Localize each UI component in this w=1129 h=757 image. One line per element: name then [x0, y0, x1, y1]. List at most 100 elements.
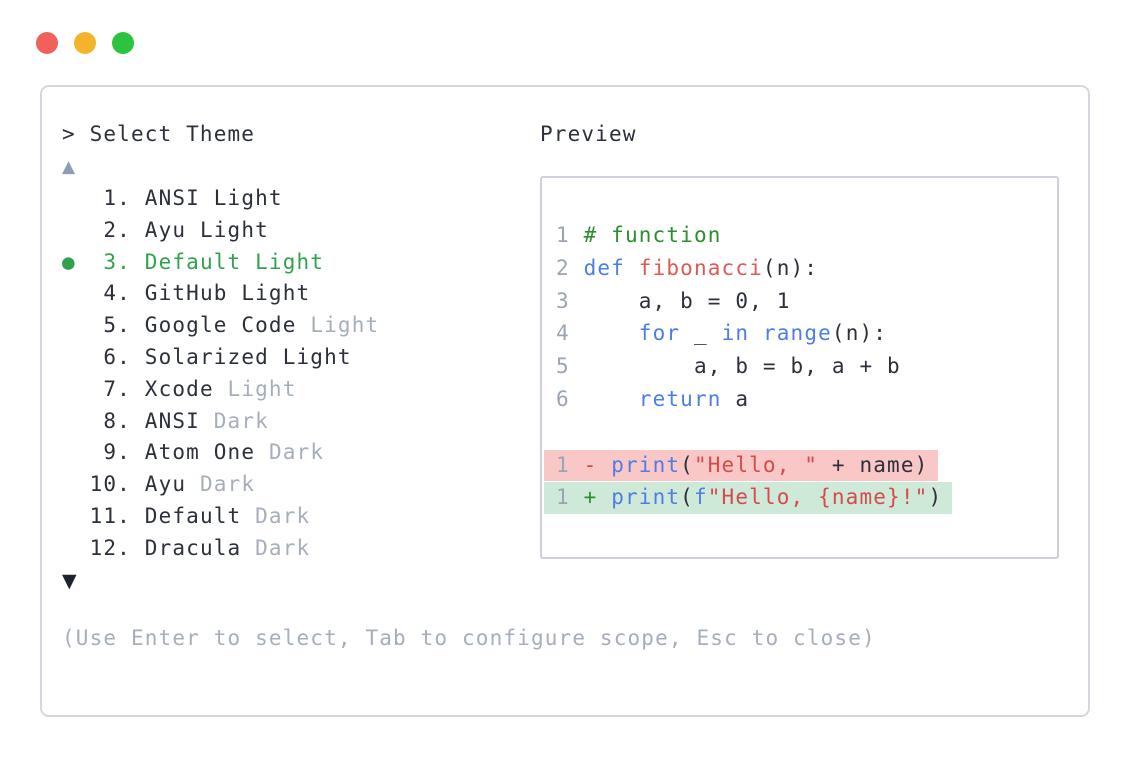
line-number: 1 — [556, 223, 584, 247]
token-plain: + name) — [818, 452, 929, 477]
theme-item-default-light[interactable]: ● 3. Default Light — [62, 247, 540, 279]
select-theme-title: > Select Theme — [62, 122, 256, 146]
token-plain: ( — [680, 485, 694, 510]
code-line: 1 + print(f"Hello, {name}!") — [544, 482, 1051, 515]
token-plain: (n): — [762, 255, 819, 280]
keyboard-hint: (Use Enter to select, Tab to configure s… — [62, 625, 876, 650]
token-keyword: return — [638, 386, 722, 411]
maximize-button[interactable] — [112, 32, 134, 54]
theme-item-number: 6. — [89, 344, 145, 369]
token-keyword: for — [638, 321, 681, 346]
theme-item-name: Ayu — [144, 472, 187, 497]
bullet-gutter — [62, 377, 90, 401]
theme-item-number: 8. — [89, 408, 145, 433]
token-removed-sign: - — [583, 452, 612, 477]
theme-item-variant: Dark — [199, 472, 256, 497]
theme-item-name: Default Light — [144, 249, 325, 274]
bullet-gutter — [62, 504, 90, 528]
token-plain: a, b = 0, 1 — [583, 288, 791, 313]
theme-list: 1. ANSI Light 2. Ayu Light● 3. Default L… — [62, 183, 540, 565]
theme-item-number: 12. — [89, 535, 145, 560]
selected-bullet-icon: ● — [62, 249, 90, 274]
scroll-up-indicator-icon: ▲ — [62, 157, 76, 177]
diff-added-line: 1 + print(f"Hello, {name}!") — [544, 482, 953, 515]
theme-item-number: 10. — [89, 472, 145, 497]
theme-item-github-light[interactable]: 4. GitHub Light — [62, 278, 540, 310]
code-line-content: 4 for _ in range(n): — [544, 318, 897, 350]
bullet-gutter — [62, 313, 90, 337]
token-keyword: range — [762, 321, 832, 346]
theme-item-number: 7. — [89, 376, 145, 401]
theme-item-default[interactable]: 11. Default Dark — [62, 501, 540, 533]
close-button[interactable] — [36, 32, 58, 54]
token-plain — [625, 256, 639, 280]
code-line-content — [544, 417, 580, 449]
token-plain — [584, 387, 639, 411]
theme-picker-panel: > Select Theme ▲ 1. ANSI Light 2. Ayu Li… — [40, 85, 1090, 717]
code-line-content: 5 a, b = b, a + b — [544, 351, 911, 383]
scroll-up-row: ▲ — [62, 151, 540, 183]
theme-item-solarized-light[interactable]: 6. Solarized Light — [62, 342, 540, 374]
line-number: 1 — [556, 452, 584, 477]
line-number: 2 — [556, 255, 584, 280]
theme-item-atom-one[interactable]: 9. Atom One Dark — [62, 437, 540, 469]
bullet-gutter — [62, 186, 90, 210]
theme-item-name: ANSI Light — [144, 186, 283, 210]
bullet-gutter — [62, 536, 90, 560]
code-line: 1 - print("Hello, " + name) — [544, 449, 1051, 483]
token-string: "Hello, " — [693, 452, 819, 477]
theme-item-google-code[interactable]: 5. Google Code Light — [62, 310, 540, 342]
code-line: 3 a, b = 0, 1 — [544, 286, 1051, 319]
bullet-gutter — [62, 345, 90, 369]
theme-item-name: Ayu Light — [144, 217, 269, 242]
scroll-down-indicator-icon: ▼ — [62, 569, 77, 592]
theme-item-name: GitHub Light — [144, 281, 311, 306]
token-plain — [584, 321, 639, 345]
code-line: 4 for _ in range(n): — [544, 318, 1051, 351]
token-plain — [749, 321, 763, 345]
theme-item-variant: Dark — [268, 440, 325, 465]
token-keyword: def — [583, 255, 625, 280]
line-number: 5 — [556, 354, 584, 379]
token-plain: _ — [680, 321, 722, 346]
theme-item-dracula[interactable]: 12. Dracula Dark — [62, 533, 540, 565]
theme-item-number: 2. — [89, 217, 145, 242]
theme-item-number: 5. — [89, 313, 145, 338]
theme-item-number: 4. — [89, 281, 145, 306]
theme-item-ayu-light[interactable]: 2. Ayu Light — [62, 215, 540, 247]
token-plain: ( — [680, 452, 694, 477]
code-line-content: 2 def fibonacci(n): — [544, 253, 828, 285]
theme-item-number: 3. — [89, 249, 145, 274]
preview-label: Preview — [540, 122, 637, 146]
code-line — [544, 417, 1051, 450]
theme-item-number: 11. — [89, 503, 145, 528]
theme-item-variant: Dark — [213, 408, 269, 433]
token-plain: a — [721, 386, 750, 411]
theme-item-name: Atom One — [144, 440, 256, 465]
bullet-gutter — [62, 218, 90, 242]
token-keyword: print — [611, 452, 681, 477]
picker-columns: > Select Theme ▲ 1. ANSI Light 2. Ayu Li… — [62, 119, 1068, 597]
theme-item-number: 1. — [89, 186, 145, 210]
theme-item-number: 9. — [89, 440, 145, 465]
theme-item-name: Dracula — [144, 535, 242, 560]
token-plain: (n): — [831, 321, 888, 346]
token-keyword: f — [693, 485, 708, 510]
theme-item-ansi-light[interactable]: 1. ANSI Light — [62, 183, 540, 215]
token-plain: ) — [928, 485, 943, 510]
theme-item-name: Xcode — [144, 376, 214, 401]
token-function: fibonacci — [638, 255, 763, 280]
token-added-sign: + — [583, 485, 612, 510]
theme-item-variant: Light — [227, 376, 297, 401]
minimize-button[interactable] — [74, 32, 96, 54]
code-line-content: 6 return a — [544, 384, 759, 416]
theme-item-ayu[interactable]: 10. Ayu Dark — [62, 469, 540, 501]
diff-removed-line: 1 - print("Hello, " + name) — [544, 449, 939, 482]
theme-item-xcode[interactable]: 7. Xcode Light — [62, 374, 540, 406]
theme-item-ansi[interactable]: 8. ANSI Dark — [62, 406, 540, 438]
scroll-down-row: ▼ — [62, 565, 540, 597]
code-line: 2 def fibonacci(n): — [544, 253, 1051, 286]
line-number: 6 — [556, 386, 584, 411]
